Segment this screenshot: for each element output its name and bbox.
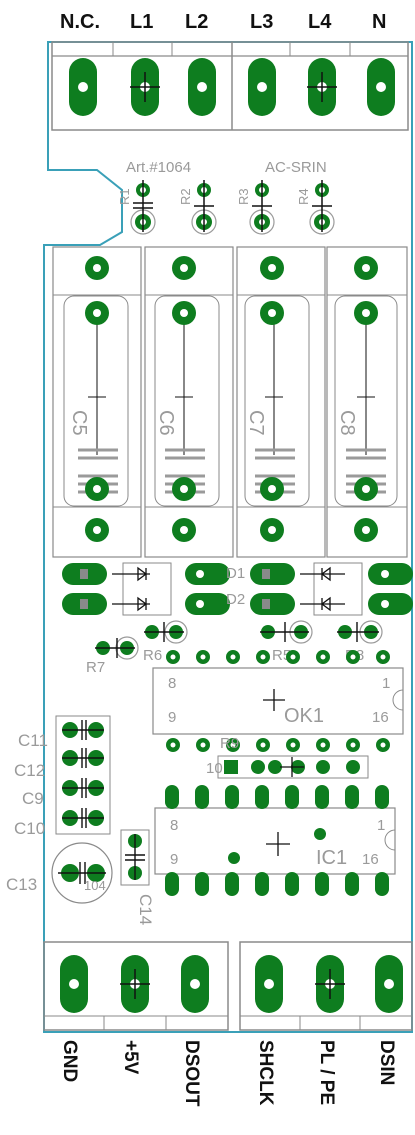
d2-label: D2	[226, 591, 245, 608]
board-article-number: Art.#1064	[126, 159, 191, 176]
terminal-label-5v: +5V	[120, 1040, 141, 1075]
terminal-label-n: N	[372, 11, 386, 33]
ic1-pin16: 16	[362, 851, 379, 868]
ic-ic1: 8 9 1 16 IC1	[154, 785, 396, 896]
r9-pin-label: 10	[206, 760, 223, 777]
diode-row: D1 D2	[62, 562, 413, 616]
capacitor-c5: C5	[52, 246, 142, 558]
r2-label: R2	[178, 188, 193, 205]
top-terminal-block	[51, 41, 409, 131]
r9-label: R9	[220, 735, 239, 752]
terminal-label-l4: L4	[308, 11, 332, 33]
c7-label: C7	[245, 410, 267, 436]
resistor-row-mid: R7 R6 R5 R8	[86, 620, 383, 676]
r4-label: R4	[296, 188, 311, 205]
ic1-pin9: 9	[170, 851, 178, 868]
capacitor-pads	[85, 256, 378, 542]
terminal-label-shclk: SHCLK	[255, 1040, 276, 1106]
c9-label: C9	[22, 789, 44, 808]
resistor-r3: R3	[236, 180, 275, 235]
c13-label: C13	[6, 875, 37, 894]
ic1-pin1: 1	[377, 817, 385, 834]
r7-label: R7	[86, 659, 105, 676]
resistor-array-r9: R9 10	[206, 735, 369, 779]
capacitor-columns: C5 C6 C7	[52, 246, 408, 558]
resistor-r4: R4	[296, 180, 335, 235]
board-name: AC-SRIN	[265, 159, 327, 176]
resistor-r1: R1	[117, 180, 156, 235]
r5-label: R5	[272, 647, 291, 664]
c5-label: C5	[68, 410, 90, 436]
terminal-label-pl-pe: PL / PE	[316, 1040, 337, 1105]
small-capacitors: C11 C12 C9 C10	[14, 715, 111, 838]
resistor-r2: R2	[178, 180, 217, 235]
ic1-pin8: 8	[170, 817, 178, 834]
d1-label: D1	[226, 565, 245, 582]
ok1-pin1: 1	[382, 675, 390, 692]
ok1-label: OK1	[284, 705, 324, 727]
ok1-pin16: 16	[372, 709, 389, 726]
capacitor-c14: C14	[120, 829, 155, 925]
terminal-label-dsin: DSIN	[376, 1040, 397, 1085]
terminal-label-l3: L3	[250, 11, 273, 33]
optocoupler-ok1: 8 9 1 16 OK1	[152, 650, 404, 752]
r1-label: R1	[117, 188, 132, 205]
top-resistors: R1 R2 R3 R4	[117, 180, 335, 235]
c6-label: C6	[155, 410, 177, 436]
terminal-label-nc: N.C.	[60, 11, 100, 33]
terminal-label-l2: L2	[185, 11, 208, 33]
c11-label: C11	[18, 731, 48, 750]
terminal-label-l1: L1	[130, 11, 153, 33]
terminal-label-dsout: DSOUT	[181, 1040, 202, 1107]
bottom-terminal-pads	[60, 955, 403, 1013]
c8-label: C8	[336, 410, 358, 436]
capacitor-c6: C6	[144, 246, 234, 558]
ic1-label: IC1	[316, 847, 347, 869]
c14-label: C14	[136, 894, 155, 925]
terminal-label-gnd: GND	[59, 1040, 80, 1082]
c10-label: C10	[14, 819, 45, 838]
board-outline	[43, 41, 413, 1033]
capacitor-c8: C8	[326, 246, 408, 558]
bottom-terminal-blocks	[43, 941, 413, 1031]
r6-label: R6	[143, 647, 162, 664]
ok1-pin9: 9	[168, 709, 176, 726]
r3-label: R3	[236, 188, 251, 205]
c12-label: C12	[14, 761, 45, 780]
c13-value: 104	[84, 878, 106, 893]
capacitor-c7: C7	[236, 246, 326, 558]
electrolytic-c13: C13 104	[6, 842, 113, 904]
ok1-pin8: 8	[168, 675, 176, 692]
